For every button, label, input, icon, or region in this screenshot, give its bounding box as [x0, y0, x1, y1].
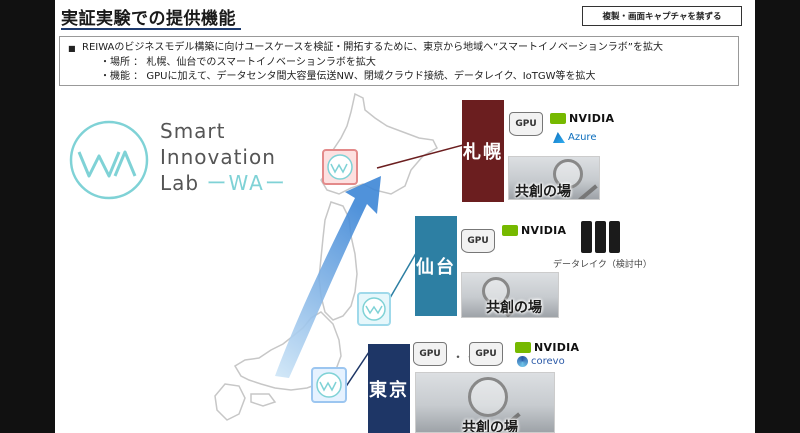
- logo-line-innovation: Innovation: [160, 145, 276, 169]
- magnifier-icon: [468, 377, 508, 417]
- nvidia-logo: NVIDIA: [550, 112, 614, 125]
- square-bullet-icon: ■: [68, 44, 76, 53]
- co-creation-caption: 共創の場: [486, 300, 542, 316]
- city-label-sapporo: 札幌: [462, 100, 504, 202]
- logo-lab-text: Lab: [160, 171, 200, 195]
- nvidia-eye-icon: [515, 342, 531, 353]
- nvidia-eye-icon: [550, 113, 566, 124]
- co-creation-space-photo: 共創の場: [415, 372, 555, 433]
- corevo-logo: corevo: [517, 356, 565, 367]
- summary-box: ■ REIWAのビジネスモデル構築に向けユースケースを検証・開拓するために、東京…: [59, 36, 739, 86]
- city-label-tokyo: 東京: [368, 344, 410, 433]
- co-creation-space-photo: 共創の場: [508, 156, 600, 200]
- nvidia-logo: NVIDIA: [515, 341, 579, 354]
- wa-logo-icon: [69, 120, 149, 200]
- summary-main-line: ■ REIWAのビジネスモデル構築に向けユースケースを検証・開拓するために、東京…: [68, 41, 730, 56]
- magnifier-icon: [553, 159, 583, 189]
- corevo-label: corevo: [531, 356, 565, 367]
- site-marker-sendai: [358, 293, 390, 325]
- gpu-icon: GPU: [461, 229, 495, 253]
- logo-line-smart: Smart: [160, 119, 226, 143]
- site-marker-tokyo: [312, 368, 346, 402]
- server-rack-icon: [595, 221, 606, 253]
- city-label-sendai: 仙台: [415, 216, 457, 316]
- gpu-icon: GPU: [509, 112, 543, 136]
- magnifier-icon: [482, 277, 510, 305]
- azure-label: Azure: [568, 132, 597, 143]
- server-rack-icon: [609, 221, 620, 253]
- right-letterbox: [755, 0, 800, 433]
- summary-function: ・機能 ： GPUに加えて、データセンタ間大容量伝送NW、閉域クラウド接続、デー…: [100, 71, 596, 82]
- server-rack-icon: [581, 221, 592, 253]
- azure-icon: [553, 132, 565, 143]
- datalake-icon: [581, 221, 620, 253]
- page-title: 実証実験での提供機能: [61, 9, 236, 29]
- confidential-notice: 複製・画面キャプチャを禁ずる: [582, 6, 742, 26]
- magnifier-handle: [578, 184, 598, 199]
- left-letterbox: [0, 0, 55, 433]
- corevo-icon: [517, 356, 528, 367]
- azure-logo: Azure: [553, 132, 596, 143]
- site-marker-sapporo: [323, 150, 357, 184]
- japan-map: [214, 92, 465, 421]
- co-creation-caption: 共創の場: [515, 184, 571, 200]
- nvidia-eye-icon: [502, 225, 518, 236]
- co-creation-space-photo: 共創の場: [461, 272, 559, 318]
- title-underline: [61, 28, 241, 30]
- nvidia-label: NVIDIA: [569, 112, 615, 125]
- presentation-slide: 実証実験での提供機能 複製・画面キャプチャを禁ずる ■ REIWAのビジネスモデ…: [55, 0, 755, 433]
- summary-location: ・場所 ： 札幌、仙台でのスマートイノベーションラボを拡大: [100, 57, 376, 68]
- co-creation-caption: 共創の場: [462, 420, 518, 433]
- nvidia-label: NVIDIA: [521, 224, 567, 237]
- summary-main-text: REIWAのビジネスモデル構築に向けユースケースを検証・開拓するために、東京から…: [82, 42, 663, 53]
- nvidia-logo: NVIDIA: [502, 224, 566, 237]
- gpu-icon: GPU: [413, 342, 447, 366]
- gpu-icon: GPU: [469, 342, 503, 366]
- datalake-label: データレイク（検討中）: [553, 260, 652, 270]
- logo-wa-text: ーWAー: [206, 171, 287, 195]
- logo-wordmark: Smart Innovation Lab ーWAー: [160, 118, 287, 196]
- nvidia-label: NVIDIA: [534, 341, 580, 354]
- logo-line-lab: Lab ーWAー: [160, 170, 287, 196]
